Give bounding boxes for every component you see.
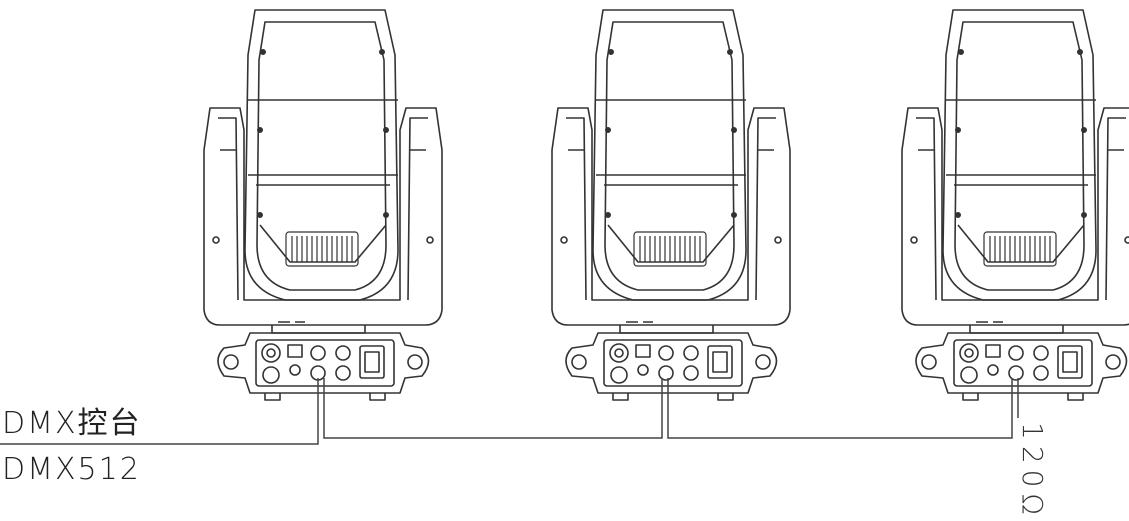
dmx-console-label: DMX控台 (2, 406, 142, 441)
dmx512-label: DMX512 (2, 452, 141, 487)
moving-head-fixture-2 (551, 9, 791, 401)
moving-head-fixture-3 (901, 9, 1129, 401)
dmx-cable (0, 378, 1019, 445)
moving-head-fixture-1 (203, 9, 443, 401)
terminator-label: 120Ω (1016, 422, 1049, 521)
